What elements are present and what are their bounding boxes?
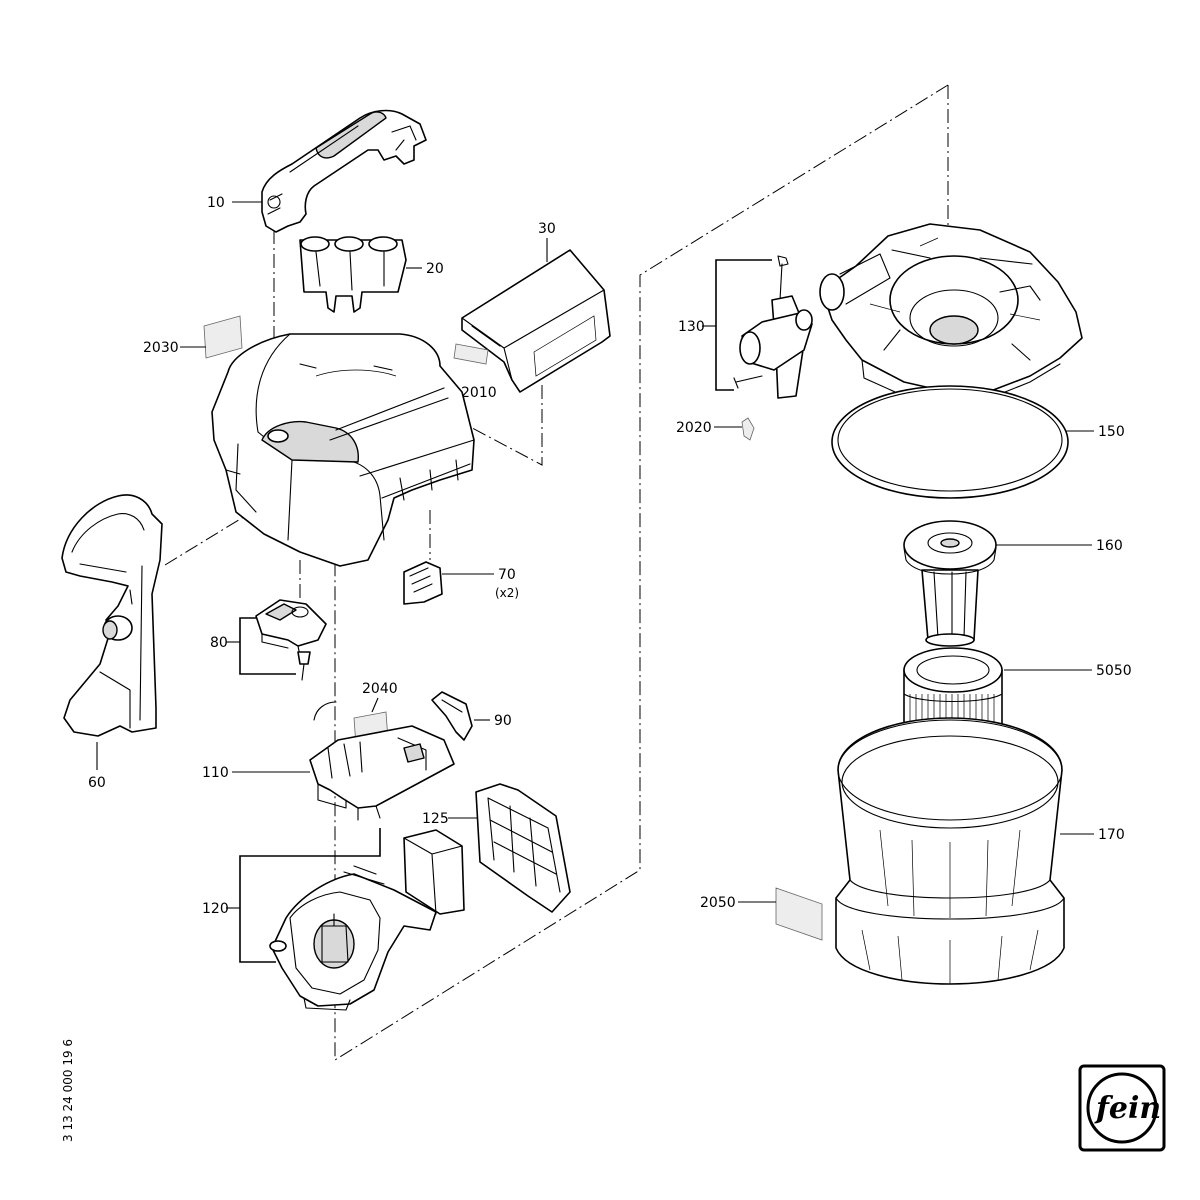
callout-160: 160 <box>996 538 1123 554</box>
part-120-motor-assembly <box>269 829 465 1011</box>
callout-20: 20 <box>406 261 444 277</box>
part-2050-label: 2050 <box>700 887 823 941</box>
part-2010-label: 2010 <box>453 343 497 401</box>
part-130-hose-connector <box>733 255 813 399</box>
callout-70: 70 (x2) <box>442 567 519 600</box>
callout-120-label: 120 <box>202 901 229 917</box>
callout-2020-label: 2020 <box>676 420 712 436</box>
main-housing <box>211 333 475 567</box>
callout-170-label: 170 <box>1098 827 1125 843</box>
part-110-electronics <box>309 701 455 821</box>
callout-130-label: 130 <box>678 319 705 335</box>
callout-150: 150 <box>1066 424 1125 440</box>
callout-2030-label: 2030 <box>143 340 179 356</box>
callout-60: 60 <box>88 742 106 791</box>
callout-30-label: 30 <box>538 221 556 237</box>
callout-90-label: 90 <box>494 713 512 729</box>
part-2020-label: 2020 <box>676 417 755 441</box>
assembly-lines <box>164 84 949 1061</box>
part-160-filter-cage <box>903 520 997 647</box>
callout-125-label: 125 <box>422 811 449 827</box>
callout-110: 110 <box>202 765 310 781</box>
callout-125: 125 <box>422 811 478 827</box>
document-number: 3 13 24 000 19 6 <box>61 1039 75 1142</box>
callout-170: 170 <box>1060 827 1125 843</box>
callout-90: 90 <box>474 713 512 729</box>
part-10-handle <box>261 109 427 233</box>
callout-110-label: 110 <box>202 765 229 781</box>
callout-10-label: 10 <box>207 195 225 211</box>
callout-70-note: (x2) <box>495 586 519 600</box>
callout-80: 80 <box>210 617 296 675</box>
part-90-small-cover <box>431 691 473 741</box>
callout-2050-label: 2050 <box>700 895 736 911</box>
callout-150-label: 150 <box>1098 424 1125 440</box>
callout-5050-label: 5050 <box>1096 663 1132 679</box>
callout-5050: 5050 <box>1004 663 1132 679</box>
callout-10: 10 <box>207 195 262 211</box>
callout-160-label: 160 <box>1096 538 1123 554</box>
part-2030-label: 2030 <box>143 315 243 359</box>
callout-80-label: 80 <box>210 635 228 651</box>
callout-2010-label: 2010 <box>461 385 497 401</box>
callout-60-label: 60 <box>88 775 106 791</box>
callout-20-label: 20 <box>426 261 444 277</box>
part-20-holder <box>299 236 407 313</box>
callout-30: 30 <box>538 221 556 262</box>
callout-120: 120 <box>202 828 381 963</box>
part-125-filter-grille <box>475 783 571 913</box>
part-70-clip <box>403 561 443 605</box>
part-80-switch <box>255 599 327 681</box>
callout-130: 130 <box>678 259 772 391</box>
logo-text: fein <box>1094 1091 1161 1126</box>
callout-2040-label: 2040 <box>362 681 398 697</box>
part-60-side-handle <box>61 494 163 737</box>
part-30-lid <box>461 249 611 393</box>
callout-70-label: 70 <box>498 567 516 583</box>
head-top <box>819 223 1083 405</box>
fein-logo: fein <box>1078 1064 1166 1152</box>
part-150-gasket <box>831 385 1069 499</box>
part-170-container <box>835 717 1065 985</box>
